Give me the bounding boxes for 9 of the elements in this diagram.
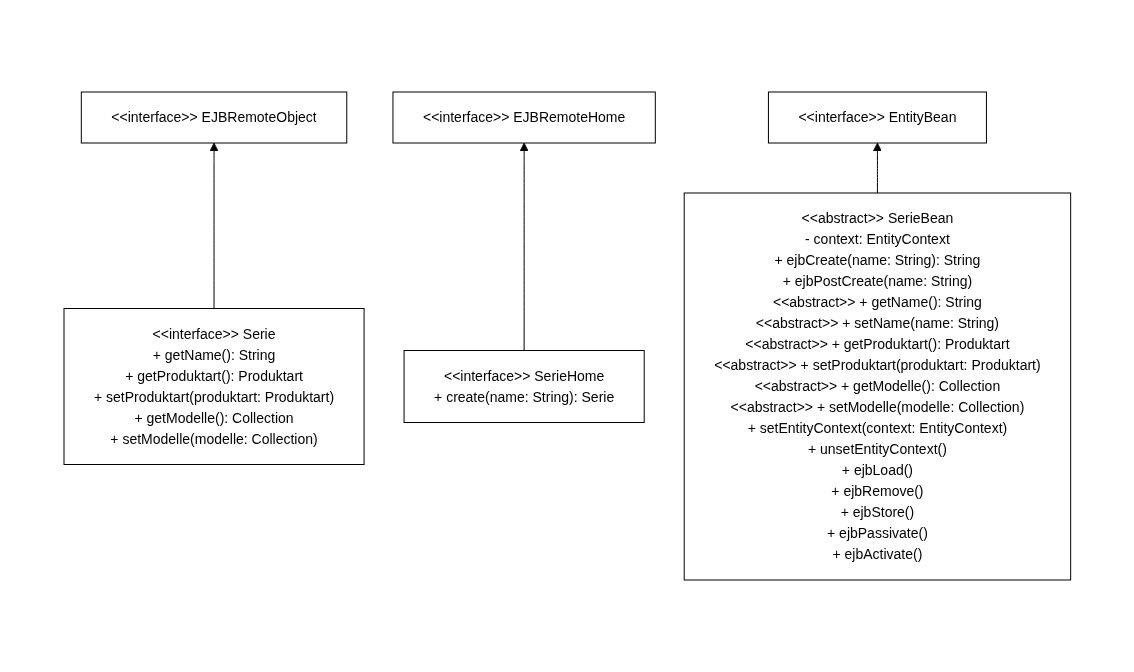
- arrow: [872, 142, 882, 194]
- node-box: <<interface>> EJBRemoteHome: [392, 91, 656, 144]
- node-box: <<interface>> Serie + getName(): String + getProduktart(): Produktart + setProduktart(produktart: Produktart) + getModelle(): Collection + setModelle(modelle: Collection): [63, 308, 365, 465]
- node-box: <<abstract>> SerieBean - context: EntityContext + ejbCreate(name: String): String + ejbPostCreate(name: String) <<abstract>> + getName(): String <<abstract>> + setName(name: String) <<abstract>> + getProduktart(): Produktart <<abstract>> + setProduktart(produktart: Produktart) <<abstract>> + getModelle(): Collection <<abstract>> + setModelle(modelle: Collection) + setEntityContext(context: EntityContext) + unsetEntityContext() + ejbLoad() + ejbRemove() + ejbStore() + ejbPassivate() + ejbActivate(): [683, 192, 1071, 581]
- arrow: [519, 142, 529, 351]
- arrow: [209, 142, 219, 309]
- node-box: <<interface>> EJBRemoteObject: [80, 91, 347, 144]
- node-box: <<interface>> SerieHome + create(name: String): Serie: [403, 350, 645, 423]
- node-box: <<interface>> EntityBean: [767, 91, 987, 144]
